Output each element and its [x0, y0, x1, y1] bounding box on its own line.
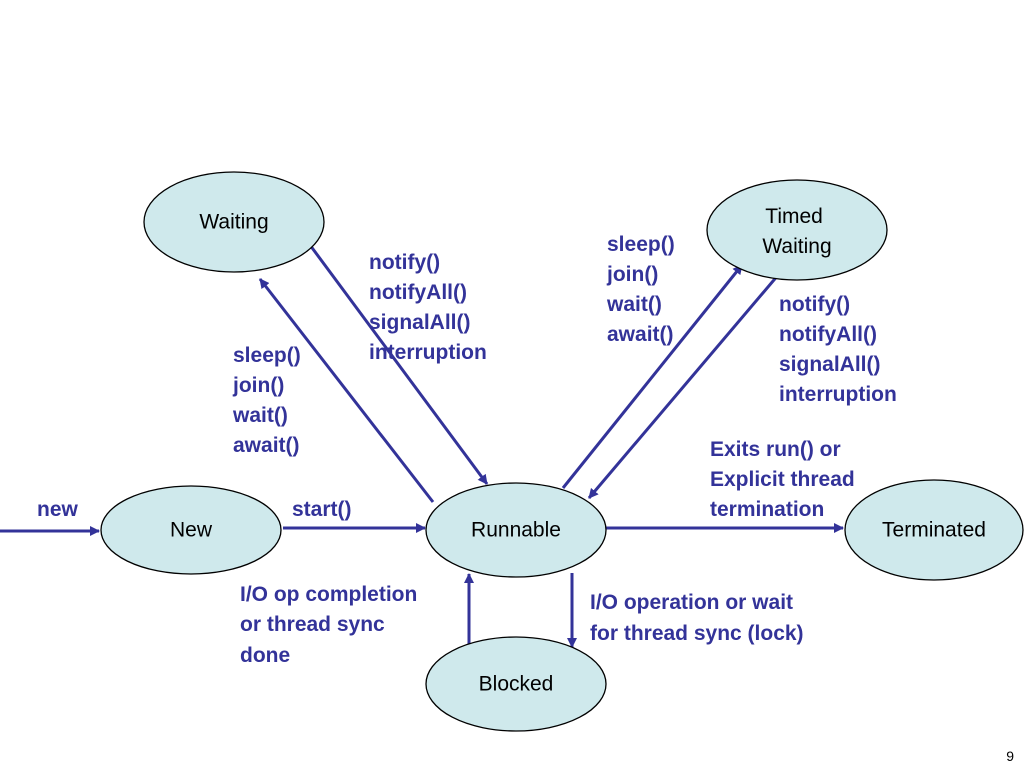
page-number: 9 — [1006, 748, 1014, 764]
label-line: await() — [233, 434, 300, 457]
label-line: interruption — [369, 341, 487, 364]
states: Waiting Timed Waiting New Runnable Termi… — [100, 171, 1024, 732]
state-waiting-label: Waiting — [199, 211, 268, 234]
state-timed-waiting-label: Timed Waiting — [762, 205, 831, 258]
label-line: I/O operation or wait — [590, 591, 793, 614]
label-line: wait() — [606, 293, 662, 316]
label-line: start() — [292, 498, 352, 521]
label-line: signalAll() — [369, 311, 471, 334]
label-waiting-to-runnable: notify() notifyAll() signalAll() interru… — [369, 251, 487, 364]
edge-runnable-to-waiting — [258, 278, 435, 503]
label-line: notify() — [369, 251, 440, 274]
label-timed-waiting-to-runnable: notify() notifyAll() signalAll() interru… — [779, 293, 897, 406]
label-runnable-to-terminated: Exits run() or Explicit thread terminati… — [710, 438, 861, 521]
label-blocked-to-runnable: I/O op completion or thread sync done — [240, 583, 423, 667]
state-timed-waiting-line: Timed — [765, 205, 823, 228]
edge-waiting-to-runnable — [305, 240, 489, 485]
transitions — [0, 240, 844, 648]
label-line: notifyAll() — [779, 323, 877, 346]
state-runnable: Runnable — [425, 482, 607, 578]
label-line: notify() — [779, 293, 850, 316]
label-line: termination — [710, 498, 824, 521]
transition-labels: new start() sleep() join() wait() await(… — [37, 233, 897, 667]
state-blocked-label: Blocked — [479, 673, 554, 696]
edge-runnable-to-timed-waiting — [561, 264, 744, 489]
label-line: Exits run() or — [710, 438, 841, 461]
label-line: or thread sync — [240, 613, 385, 636]
label-line: join() — [606, 263, 658, 286]
state-new-label: New — [170, 519, 213, 542]
state-terminated: Terminated — [844, 479, 1024, 581]
state-timed-waiting-line: Waiting — [762, 235, 831, 258]
label-line: wait() — [232, 404, 288, 427]
label-line: new — [37, 498, 79, 521]
state-terminated-label: Terminated — [882, 519, 986, 542]
label-line: I/O op completion — [240, 583, 417, 606]
state-timed-waiting: Timed Waiting — [706, 179, 888, 281]
state-waiting: Waiting — [143, 171, 325, 273]
edge-timed-waiting-to-runnable — [587, 273, 781, 499]
label-line: signalAll() — [779, 353, 881, 376]
label-line: for thread sync (lock) — [590, 622, 804, 645]
state-blocked: Blocked — [425, 636, 607, 732]
label-runnable-to-waiting: sleep() join() wait() await() — [232, 344, 307, 457]
label-line: Explicit thread — [710, 468, 855, 491]
state-runnable-label: Runnable — [471, 519, 561, 542]
label-line: join() — [232, 374, 284, 397]
label-runnable-to-timed-waiting: sleep() join() wait() await() — [606, 233, 681, 346]
label-line: sleep() — [607, 233, 675, 256]
label-line: sleep() — [233, 344, 301, 367]
state-new: New — [100, 485, 282, 575]
label-new-to-runnable: start() — [292, 498, 352, 521]
label-runnable-to-blocked: I/O operation or wait for thread sync (l… — [590, 591, 804, 645]
label-line: await() — [607, 323, 674, 346]
label-line: done — [240, 644, 290, 667]
label-line: notifyAll() — [369, 281, 467, 304]
label-line: interruption — [779, 383, 897, 406]
label-entry: new — [37, 498, 79, 521]
